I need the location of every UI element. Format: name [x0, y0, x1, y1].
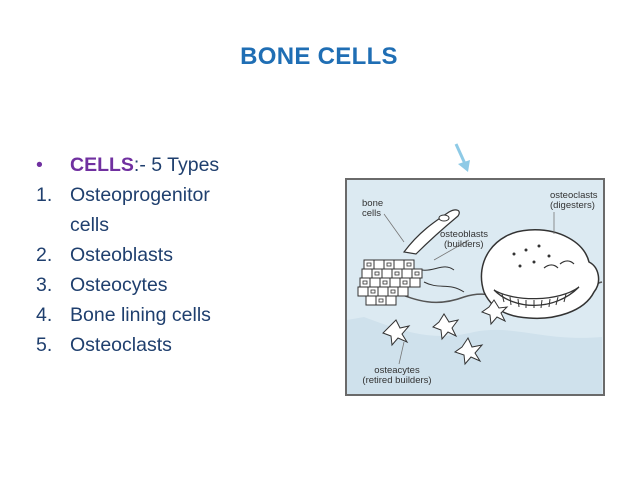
list-item: 5. Osteoclasts	[36, 330, 336, 360]
list-item: 4. Bone lining cells	[36, 300, 336, 330]
osteoclast-cell	[480, 229, 600, 320]
bone-lining-nucleus	[438, 214, 450, 222]
label-osteoclasts: osteoclasts (digesters)	[550, 191, 598, 211]
label-osteocytes-line1: osteacytes	[374, 365, 420, 376]
list-item: 1. Osteoprogenitor	[36, 180, 336, 210]
intro-bullet: • CELLS:- 5 Types	[36, 150, 336, 180]
bone-cells-illustration: bone cells osteoclasts (digesters) osteo…	[344, 142, 606, 398]
list-number: 4.	[36, 304, 53, 326]
list-item-text: Osteoprogenitor	[70, 184, 210, 206]
list-item: 3. Osteocytes	[36, 270, 336, 300]
list-item-text: Osteocytes	[70, 274, 168, 296]
label-bone-cells-line2: cells	[362, 208, 382, 219]
slide-title: BONE CELLS	[240, 43, 398, 70]
bullet-icon: •	[36, 154, 43, 176]
intro-rest: :- 5 Types	[133, 154, 220, 176]
label-osteoblasts: osteoblasts (builders)	[440, 230, 488, 250]
cell-processes	[421, 266, 465, 293]
label-pointer-lines	[383, 212, 555, 365]
intro-strong: CELLS	[70, 154, 134, 176]
label-osteocytes-line2: (retired builders)	[362, 375, 432, 386]
list-item-continuation: cells	[70, 214, 110, 236]
cell-types-list: • CELLS:- 5 Types 1. Osteoprogenitor cel…	[36, 150, 336, 360]
list-item-text: Bone lining cells	[70, 304, 211, 326]
list-number: 1.	[36, 184, 53, 206]
label-osteoclasts-line1: osteoclasts	[550, 190, 598, 201]
illustration-drawing	[345, 143, 605, 396]
osteoblast-nuclei	[362, 262, 420, 303]
label-osteocytes: osteacytes (retired builders)	[352, 366, 442, 386]
label-bone-cells-line1: bone	[362, 198, 384, 209]
arrow-icon	[454, 143, 470, 172]
list-item-text: Osteoblasts	[70, 244, 173, 266]
list-item-text: Osteoclasts	[70, 334, 172, 356]
list-number: 3.	[36, 274, 53, 296]
label-bone-cells: bone cells	[362, 199, 383, 219]
label-osteoblasts-line1: osteoblasts	[440, 229, 489, 240]
list-item: 2. Osteoblasts	[36, 240, 336, 270]
list-number: 2.	[36, 244, 53, 266]
osteoclast-mouth	[493, 286, 580, 306]
label-osteoclasts-line2: (digesters)	[550, 200, 595, 211]
label-osteoblasts-line2: (builders)	[444, 239, 484, 250]
osteocyte-cells	[382, 299, 509, 366]
list-number: 5.	[36, 334, 53, 356]
intro-text: CELLS:- 5 Types	[70, 150, 219, 180]
